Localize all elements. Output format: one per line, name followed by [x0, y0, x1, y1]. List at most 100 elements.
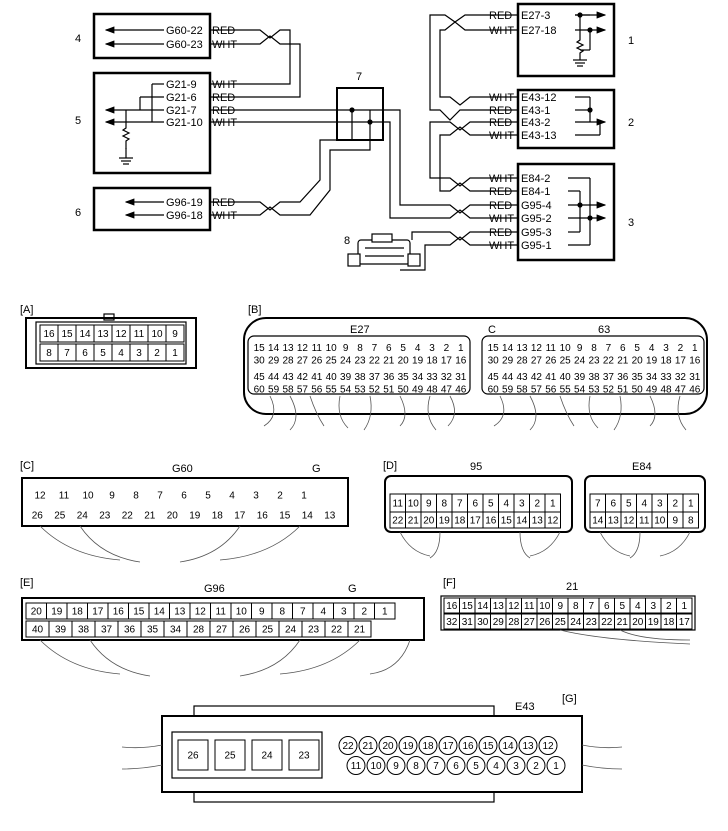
pin-number: 30	[488, 355, 500, 366]
pin-number: 18	[454, 516, 466, 527]
pin-number: 45	[488, 372, 500, 383]
pin-number: 5	[205, 491, 211, 502]
title-g: E43	[515, 701, 535, 713]
pin-number: 7	[157, 491, 163, 502]
pin-number: 11	[351, 761, 362, 772]
pin-number: 24	[570, 617, 582, 628]
pin-number: 59	[268, 384, 280, 395]
pin-number: 1	[458, 343, 464, 354]
title-b-left: E27	[350, 324, 370, 336]
pin-cell	[288, 739, 320, 771]
wire-color: RED	[489, 117, 512, 129]
pin-g21-6: G21-6	[166, 92, 197, 104]
pin-number: 43	[516, 372, 528, 383]
pin-cell	[676, 597, 693, 614]
pin-e27-18: E27-18	[521, 25, 556, 37]
pin-number: 9	[672, 516, 678, 527]
pin-number: 4	[320, 607, 326, 618]
wire-color: RED	[489, 105, 512, 117]
pin-g95-1: G95-1	[521, 240, 552, 252]
pin-number: 44	[502, 372, 514, 383]
pin-number: 22	[369, 355, 381, 366]
wiring-labels: 4 5 6 7 8 1 2 3 G60-22 RED G60-23 WHT G2…	[75, 10, 634, 252]
pin-number: 5	[488, 499, 494, 510]
pin-number: 45	[254, 372, 266, 383]
pin-number: 33	[426, 372, 438, 383]
label-6: 6	[75, 207, 81, 219]
pin-number: 22	[603, 355, 615, 366]
pin-number: 35	[398, 372, 410, 383]
pin-number: 32	[446, 617, 458, 628]
pin-number: 9	[426, 499, 432, 510]
pin-number: 34	[170, 625, 182, 636]
pin-number: 10	[236, 607, 248, 618]
pin-number: 22	[122, 511, 134, 522]
pin-number: 10	[151, 329, 163, 340]
pin-number: 9	[343, 343, 349, 354]
pin-number: 41	[311, 372, 323, 383]
pin-cell	[682, 511, 699, 529]
pin-number: 8	[357, 343, 363, 354]
pin-number: 11	[59, 491, 70, 502]
pin-cell	[546, 756, 566, 775]
connector-d-left-outline	[384, 475, 573, 533]
pin-number: 1	[172, 348, 178, 359]
pin-number: 28	[282, 355, 294, 366]
pin-number: 2	[444, 343, 450, 354]
pin-number: 14	[79, 329, 91, 340]
pin-number: 12	[34, 491, 46, 502]
label-8: 8	[344, 235, 350, 247]
pin-number: 29	[502, 355, 514, 366]
pin-number: 6	[620, 343, 626, 354]
pin-number: 26	[32, 511, 44, 522]
pin-number: 47	[441, 384, 453, 395]
pin-number: 16	[257, 511, 269, 522]
pin-number: 31	[462, 617, 474, 628]
pin-number: 15	[133, 607, 145, 618]
pin-number: 56	[311, 384, 323, 395]
pin-number: 56	[545, 384, 557, 395]
pin-number: 55	[326, 384, 338, 395]
pin-number: 3	[650, 601, 656, 612]
pin-number: 24	[340, 355, 352, 366]
pin-number: 4	[415, 343, 421, 354]
pin-cell	[438, 736, 458, 755]
pin-number: 7	[606, 343, 612, 354]
pin-number: 4	[641, 499, 647, 510]
pin-number: 8	[591, 343, 597, 354]
pin-number: 24	[77, 511, 89, 522]
pin-number: 20	[423, 516, 435, 527]
pin-number: 12	[115, 329, 127, 340]
pin-cell	[486, 756, 506, 775]
wire-color: WHT	[489, 130, 514, 142]
pin-number: 6	[386, 343, 392, 354]
pin-cell	[406, 756, 426, 775]
pin-number: 13	[97, 329, 109, 340]
pin-g60-23: G60-23	[166, 39, 203, 51]
pin-number: 58	[282, 384, 294, 395]
pin-e27-3: E27-3	[521, 10, 550, 22]
title-b-mid: C	[488, 324, 496, 336]
wire-color: RED	[212, 92, 235, 104]
pin-number: 18	[422, 741, 434, 752]
pin-number: 8	[46, 348, 52, 359]
pin-cell	[214, 739, 246, 771]
pin-number: 11	[524, 601, 535, 612]
connector-8-icon	[347, 233, 421, 267]
pin-number: 21	[408, 516, 420, 527]
pin-number: 14	[592, 516, 604, 527]
pin-number: 9	[109, 491, 115, 502]
title-c: G60	[172, 463, 193, 475]
pin-number: 6	[610, 499, 616, 510]
pin-number: 9	[577, 343, 583, 354]
pin-number: 24	[261, 751, 273, 762]
connector-labels: [A] [B] E27 C 63 [C] G60 G [D] 95 E84 [E…	[20, 304, 652, 713]
pin-number: 36	[617, 372, 629, 383]
pin-number: 17	[441, 355, 453, 366]
pin-number: 7	[595, 499, 601, 510]
pin-number: 36	[124, 625, 136, 636]
title-c2: G	[312, 463, 321, 475]
pin-cell	[478, 736, 498, 755]
pin-number: 52	[603, 384, 615, 395]
pin-cell	[676, 613, 693, 630]
